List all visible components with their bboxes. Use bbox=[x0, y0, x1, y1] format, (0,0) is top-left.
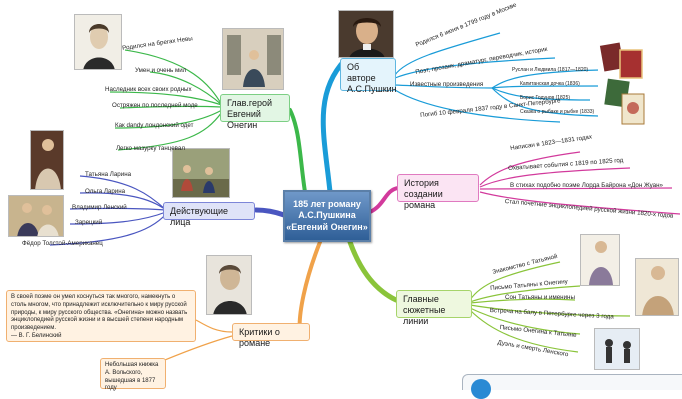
node-history[interactable]: История создании романа bbox=[397, 174, 479, 210]
branch-critics-line bbox=[297, 240, 322, 334]
character-tatiana: Татьяна Ларина bbox=[85, 171, 132, 178]
mind-map: 185 лет роману А.С.Пушкина «Евгений Онег… bbox=[6, 2, 682, 399]
branch-lines-line bbox=[347, 239, 399, 303]
illustration-couple bbox=[8, 195, 64, 237]
character-tolstoy: Фёдор Толстой-Американец bbox=[22, 240, 103, 247]
branch-hero-line bbox=[288, 108, 307, 194]
illustration-duel bbox=[594, 328, 640, 370]
volsky-note-box: Небольшая книжка А. Вольского, вышедшая … bbox=[100, 358, 166, 391]
center-title-line3: «Евгений Онегин» bbox=[286, 221, 368, 232]
about-label-line1: Об авторе bbox=[347, 62, 376, 83]
hero-item-heir: Наследник всех своих родных bbox=[105, 86, 192, 93]
connector-lines bbox=[49, 32, 681, 363]
character-zaretsky: Зарецкий bbox=[75, 219, 103, 226]
illustration-letter bbox=[635, 258, 679, 316]
hero-label-line2: Евгений Онегин bbox=[227, 108, 261, 130]
illustration-tatiana bbox=[580, 234, 620, 286]
work-ruslan: Руслан и Людмила (1817—1820) bbox=[512, 67, 589, 73]
hero-item-mazurka: Легко мазурку танцевал bbox=[116, 145, 185, 152]
portrait-onegin bbox=[74, 14, 122, 70]
branch-about-line bbox=[320, 57, 348, 195]
panel-circle-icon bbox=[471, 379, 491, 399]
lines-label-line2: сюжетные линии bbox=[403, 304, 446, 326]
node-plot-lines[interactable]: Главные сюжетные линии bbox=[396, 290, 472, 326]
history-label-line1: История создании bbox=[404, 178, 443, 199]
branch-characters-line bbox=[253, 207, 287, 218]
book-covers-image bbox=[598, 40, 648, 130]
illustration-tatiana-reading bbox=[30, 130, 64, 190]
hero-item-dandy: Как dandy лондонский одет bbox=[115, 122, 194, 129]
plot-item-dream: Сон Татьяны и именины bbox=[505, 294, 575, 301]
work-fisherman: Сказка о рыбаке и рыбке (1833) bbox=[520, 109, 595, 115]
character-olga: Ольга Ларина bbox=[85, 188, 126, 195]
portrait-belinsky bbox=[206, 255, 252, 315]
illustration-onegin-room bbox=[222, 28, 284, 90]
history-item-byron: В стихах подобно поэме Лорда Байрона «До… bbox=[510, 182, 663, 189]
portrait-pushkin bbox=[338, 10, 394, 58]
belinsky-quote: В своей поэме он умел коснуться так мног… bbox=[11, 294, 188, 332]
about-item-works: Известные произведения bbox=[410, 81, 484, 88]
illustration-ball-scene bbox=[172, 148, 230, 198]
central-topic[interactable]: 185 лет роману А.С.Пушкина «Евгений Онег… bbox=[283, 190, 371, 242]
branch-history-line bbox=[368, 186, 400, 214]
node-characters[interactable]: Действующие лица bbox=[163, 202, 255, 227]
hero-label-line1: Глав.герой bbox=[227, 98, 273, 108]
center-title-line2: А.С.Пушкина bbox=[298, 210, 356, 221]
hero-item-fashion: Остряжен по последней моде bbox=[112, 102, 198, 109]
hero-item-smart: Умен и очень мил bbox=[135, 67, 187, 74]
belinsky-author: — В. Г. Белинский bbox=[11, 332, 62, 339]
center-title-line1: 185 лет роману bbox=[293, 199, 361, 209]
node-about-author[interactable]: Об авторе А.С.Пушкин bbox=[340, 58, 397, 94]
work-captain-daughter: Капитанская дочка (1836) bbox=[520, 81, 580, 87]
node-hero[interactable]: Глав.герой Евгений Онегин bbox=[220, 94, 290, 130]
volsky-note: Небольшая книжка А. Вольского, вышедшая … bbox=[105, 362, 159, 392]
character-lensky: Владимир Ленский bbox=[72, 204, 127, 211]
bottom-right-panel bbox=[462, 374, 682, 399]
lines-label-line1: Главные bbox=[403, 294, 439, 304]
critics-label: Критики о романе bbox=[239, 327, 280, 348]
node-critics[interactable]: Критики о романе bbox=[232, 323, 310, 348]
characters-label: Действующие лица bbox=[170, 206, 229, 227]
belinsky-quote-box: В своей поэме он умел коснуться так мног… bbox=[6, 290, 196, 342]
about-label-line2: А.С.Пушкин bbox=[347, 83, 397, 94]
work-boris: Борис Годунов (1825) bbox=[520, 95, 571, 101]
history-label-line2: романа bbox=[404, 199, 436, 210]
